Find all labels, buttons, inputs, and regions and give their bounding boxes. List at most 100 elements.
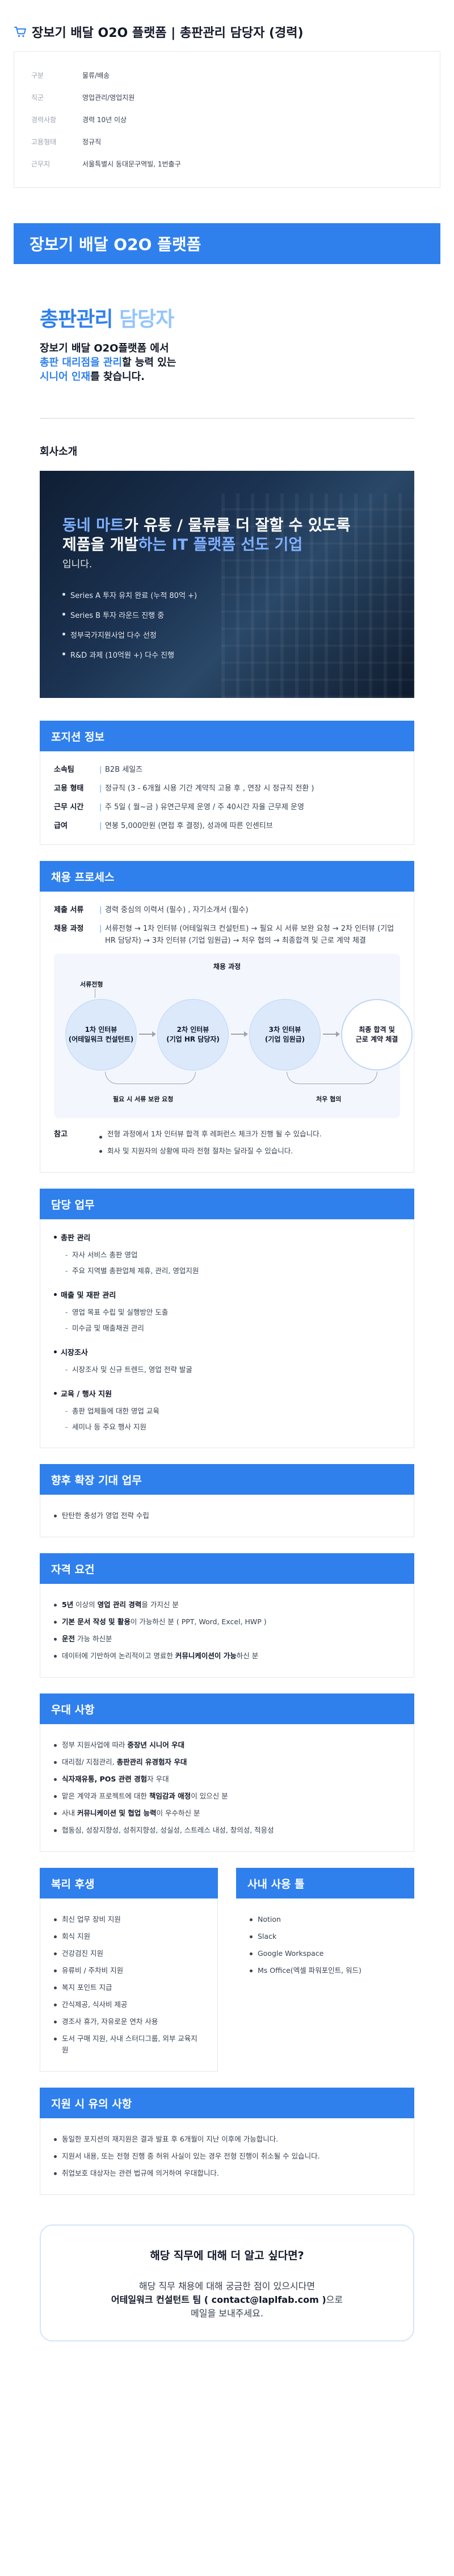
step-label: 2차 인터뷰 [176, 1026, 209, 1034]
contact-line: 메일을 보내주세요. [191, 2308, 263, 2319]
company-tagline-sub: 입니다. [62, 559, 93, 570]
text: 정부 지원사업에 따라 [62, 1741, 128, 1749]
text: 대리점/ 지점관리, [62, 1758, 117, 1766]
info-key: 경력사항 [31, 116, 57, 124]
text: 협동심, 성장지향성, 성취지향성, 성실성, 스트레스 내성, 창의성, 적응… [62, 1826, 274, 1834]
qualification-card: 5년 이상의 영업 관리 경력을 가지신 분 기본 문서 작성 및 활용이 가능… [40, 1584, 414, 1678]
contact-line: 어테일워크 컨설턴트 팀 ( contact@laplfab.com )으로 [41, 2293, 413, 2307]
role-title-light: 담당자 [112, 308, 174, 331]
duties-heading: 담당 업무 [40, 1189, 414, 1219]
info-key: 근무지 [31, 160, 51, 168]
contact-line: 해당 직무 채용에 대해 궁금한 점이 있으시다면 [138, 2281, 316, 2291]
list-item: 지원서 내용, 또는 전형 진행 중 허위 사실이 있는 경우 전형 진행이 취… [54, 2148, 400, 2165]
step-label: 1차 인터뷰 [85, 1026, 117, 1034]
step-sublabel: (어테일워크 컨설턴트) [68, 1035, 134, 1043]
qualification-heading: 자격 요건 [40, 1553, 414, 1584]
welfare-heading: 복리 후생 [40, 1868, 218, 1898]
row-key: 참고 [54, 1130, 68, 1139]
loop-connector [105, 1072, 196, 1084]
list-item: 도서 구매 지원, 사내 스터디그룹, 외부 교육지원 [54, 2030, 204, 2059]
welfare-card: 최신 업무 장비 지원 회식 지원 건강검진 지원 유류비 / 주차비 지원 복… [40, 1898, 218, 2072]
welfare-column: 복리 후생 최신 업무 장비 지원 회식 지원 건강검진 지원 유류비 / 주차… [40, 1868, 218, 2072]
tools-card: Notion Slack Google Workspace Ms Office(… [236, 1898, 414, 1992]
tagline-text: 를 더 잘할 수 있도록 [216, 517, 351, 534]
contact-email-link[interactable]: 어테일워크 컨설턴트 팀 ( contact@laplfab.com ) [111, 2294, 326, 2305]
info-key: 직군 [31, 94, 44, 102]
contact-box: 해당 직무에 대해 더 알고 싶다면? 해당 직무 채용에 대해 궁금한 점이 … [40, 2224, 414, 2341]
emphasis: 중장년 시니어 우대 [127, 1741, 185, 1749]
page-header: 장보기 배달 O2O 플랫폼 | 총판관리 담당자 (경력) [0, 0, 454, 51]
intro-text: 할 능력 있는 [122, 357, 176, 369]
list-item: 시장조사 및 신규 트렌드, 영업 전략 발굴 [65, 1362, 400, 1378]
list-item: 간식제공, 식사비 제공 [54, 1996, 204, 2013]
contact-title: 해당 직무에 대해 더 알고 싶다면? [150, 2249, 304, 2262]
process-step: 1차 인터뷰(어테일워크 컨설턴트) [65, 999, 137, 1070]
list-item: 정부국가지원사업 다수 선정 [62, 625, 392, 645]
row-value: 경력 중심의 이력서 (필수) , 자기소개서 (필수) [105, 906, 249, 914]
row-value: 연봉 5,000만원 (면접 후 결정), 성과에 따른 인센티브 [105, 822, 273, 830]
list-item: 취업보호 대상자는 관련 법규에 의거하여 우대합니다. [54, 2165, 400, 2182]
info-value: 서울특별시 동대문구역빌, 1번출구 [82, 160, 181, 168]
reference-list: 전형 과정에서 1차 인터뷰 합격 후 레퍼런스 체크가 진행 될 수 있습니다… [99, 1128, 322, 1160]
duty-title: 매출 및 재판 관리 [54, 1289, 400, 1300]
tagline-text: 제품을 개발 [62, 536, 138, 554]
text: 이상의 [73, 1600, 98, 1609]
info-key: 고용형태 [31, 138, 57, 146]
text: 이 가능하신 분 ( PPT, Word, Excel, HWP ) [130, 1617, 267, 1626]
row-value: 주 5일 ( 월~금 ) 유연근무제 운영 / 주 40시간 자율 근무제 운영 [105, 803, 304, 812]
emphasis: 영업 관리 경력 [97, 1600, 142, 1609]
text: 을 가지신 분 [141, 1600, 179, 1609]
list-item: 동일한 포지션의 재지원은 결과 발표 후 6개월이 지난 이후에 가능합니다. [54, 2131, 400, 2148]
role-intro-line: 총판 대리점을 관리할 능력 있는 [40, 356, 414, 370]
duties-card: 총판 관리 자사 서비스 총판 영업 주요 지역별 총판업체 제휴, 관리, 영… [40, 1219, 414, 1448]
process-diagram: 채용 과정 서류전형 1차 인터뷰(어테일워크 컨설턴트) 2차 인터뷰(기업 … [54, 954, 413, 1118]
step-label: 3차 인터뷰 [268, 1026, 301, 1034]
process-row: 채용 과정|서류전형 → 1차 인터뷰 (어테일워크 컨설턴트) → 필요 시 … [54, 923, 400, 947]
text: 맡은 계약과 프로젝트에 대한 [62, 1792, 149, 1800]
future-list: 탄탄한 충성가 영업 전략 수립 [54, 1507, 400, 1524]
row-key: 급여 [54, 822, 68, 830]
future-card: 탄탄한 충성가 영업 전략 수립 [40, 1495, 414, 1537]
list-item: 회식 지원 [54, 1928, 204, 1945]
role-intro-line: 장보기 배달 O2O플랫폼 에서 [40, 342, 169, 354]
list-item: 유류비 / 주차비 지원 [54, 1962, 204, 1979]
list-item: 영업 목표 수립 및 실행방안 도출 [65, 1304, 400, 1320]
separator: | [99, 822, 102, 830]
separator: | [99, 784, 102, 793]
row-value: B2B 세일즈 [105, 766, 143, 774]
list-item: 운전 가능 하신분 [54, 1630, 400, 1647]
list-item: 최신 업무 장비 지원 [54, 1911, 204, 1928]
text: 이 있으신 분 [191, 1792, 228, 1800]
row-key: 고용 형태 [54, 784, 84, 793]
list-item: 회사 및 지원자의 상황에 따라 전형 절차는 달라질 수 있습니다. [99, 1143, 322, 1160]
info-row: 근무지 서울특별시 동대문구역빌, 1번출구 [31, 153, 423, 175]
row-value: 정규직 (3 - 6개월 시용 기간 계약직 고용 후 , 연장 시 정규직 전… [105, 784, 314, 793]
process-heading: 채용 프로세스 [40, 861, 414, 892]
text: 사내 [62, 1809, 77, 1817]
duty-group: 교육 / 행사 지원 총판 업체들에 대한 영업 교육 세미나 등 주요 행사 … [54, 1388, 400, 1435]
arrow-right-icon [323, 1031, 340, 1037]
emphasis: 커뮤니케이션 및 협업 능력 [77, 1809, 157, 1817]
duty-title: 총판 관리 [54, 1232, 400, 1243]
diagram-title: 채용 과정 [213, 963, 241, 971]
emphasis: 기본 문서 작성 및 활용 [62, 1617, 131, 1626]
tools-list: Notion Slack Google Workspace Ms Office(… [250, 1911, 401, 1979]
process-card: 제출 서류|경력 중심의 이력서 (필수) , 자기소개서 (필수) 채용 과정… [40, 892, 414, 1173]
position-heading: 포지션 정보 [40, 721, 414, 751]
list-item: 복지 포인트 지급 [54, 1979, 204, 1996]
duty-group: 총판 관리 자사 서비스 총판 영업 주요 지역별 총판업체 제휴, 관리, 영… [54, 1232, 400, 1279]
loop-connector [287, 1072, 377, 1084]
list-item: 사내 커뮤니케이션 및 협업 능력이 우수하신 분 [54, 1805, 400, 1822]
future-heading: 향후 확장 기대 업무 [40, 1464, 414, 1495]
loop-note: 필요 시 서류 보완 요청 [113, 1095, 174, 1103]
list-item: 총판 업체들에 대한 영업 교육 [65, 1403, 400, 1419]
lead-block: 총판관리 담당자 장보기 배달 O2O플랫폼 에서 총판 대리점을 관리할 능력… [40, 303, 414, 419]
position-row: 소속팀|B2B 세일즈 [54, 764, 400, 776]
duty-list: 자사 서비스 총판 영업 주요 지역별 총판업체 제휴, 관리, 영업지원 [54, 1247, 400, 1279]
list-item: R&D 과제 (10억원 +) 다수 진행 [62, 645, 392, 664]
position-row: 고용 형태 |정규직 (3 - 6개월 시용 기간 계약직 고용 후 , 연장 시… [54, 783, 400, 794]
emphasis: 총판관리 유경험자 우대 [116, 1758, 187, 1766]
row-key: 채용 과정 [54, 925, 84, 933]
